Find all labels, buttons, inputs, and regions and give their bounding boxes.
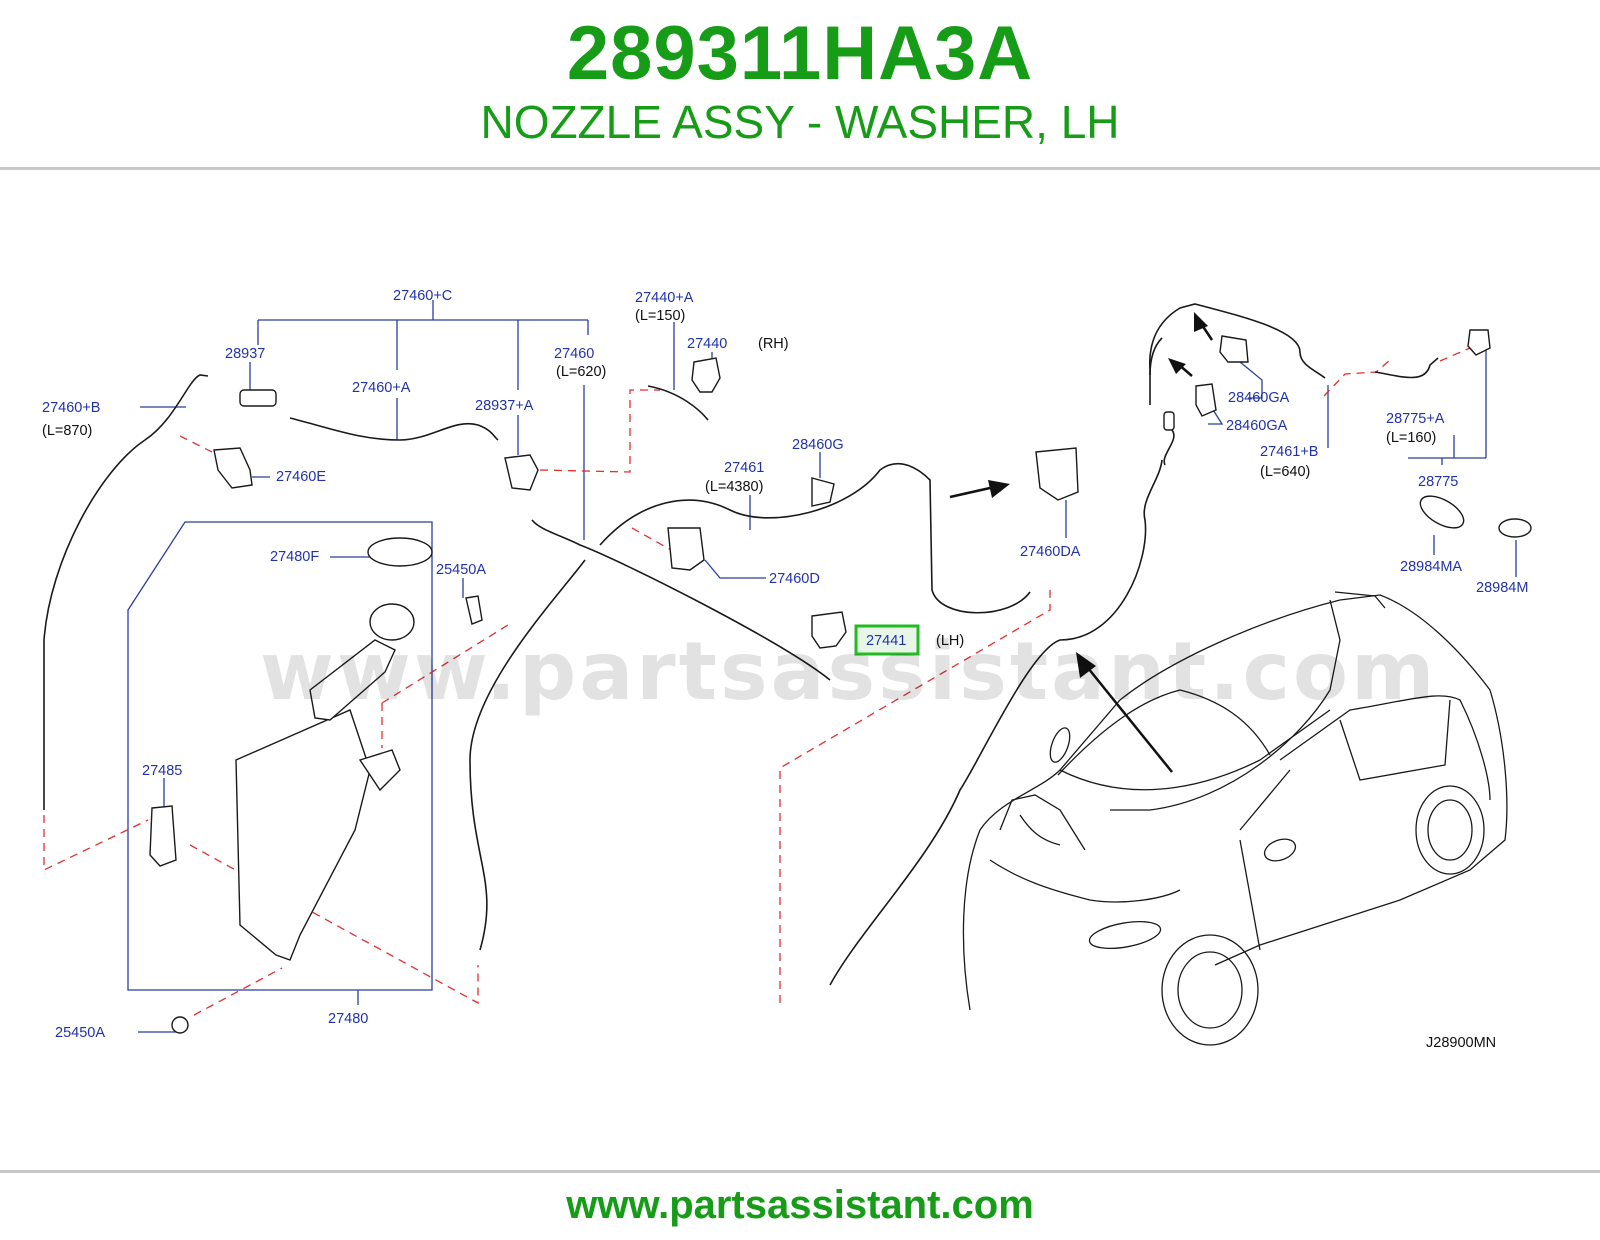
label-lh: (LH) (936, 633, 964, 649)
watermark: www.partsassistant.com (260, 625, 1438, 718)
header: 289311HA3A NOZZLE ASSY - WASHER, LH (0, 0, 1600, 170)
label-27480F[interactable]: 27480F (270, 549, 319, 565)
label-28460GA-1[interactable]: 28460GA (1228, 390, 1290, 406)
label-27461B[interactable]: 27461+B (1260, 444, 1318, 460)
header-divider (0, 167, 1600, 170)
label-rh: (RH) (758, 336, 789, 352)
direction-arrows (949, 312, 1214, 773)
footer-url[interactable]: www.partsassistant.com (566, 1183, 1034, 1227)
part-number-title: 289311HA3A (566, 11, 1034, 96)
label-28984M[interactable]: 28984M (1476, 580, 1528, 596)
label-27460B-length: (L=870) (42, 423, 92, 439)
label-28460G[interactable]: 28460G (792, 437, 844, 453)
washer-hoses (43, 303, 1439, 986)
label-28775[interactable]: 28775 (1418, 474, 1458, 490)
label-27460E[interactable]: 27460E (276, 469, 326, 485)
label-27460D[interactable]: 27460D (769, 571, 820, 587)
label-27461[interactable]: 27461 (724, 460, 764, 476)
label-27460[interactable]: 27460 (554, 346, 594, 362)
label-27485[interactable]: 27485 (142, 763, 182, 779)
label-27440A-length: (L=150) (635, 308, 685, 324)
label-27441[interactable]: 27441 (866, 633, 906, 649)
label-25450A-bottom[interactable]: 25450A (55, 1025, 105, 1041)
label-28937A[interactable]: 28937+A (475, 398, 534, 414)
label-25450A-top[interactable]: 25450A (436, 562, 486, 578)
diagram-code: J28900MN (1426, 1035, 1496, 1051)
parts (149, 329, 1532, 1034)
label-28775A-length: (L=160) (1386, 430, 1436, 446)
parts-diagram: 27460+C 28937 27460+A 28937+A 27460 (L=6… (42, 288, 1532, 1051)
label-27460A[interactable]: 27460+A (352, 380, 411, 396)
label-28937[interactable]: 28937 (225, 346, 265, 362)
footer-divider (0, 1170, 1600, 1173)
label-28775A[interactable]: 28775+A (1386, 411, 1445, 427)
label-27440[interactable]: 27440 (687, 336, 727, 352)
part-name-subtitle: NOZZLE ASSY - WASHER, LH (480, 96, 1120, 148)
label-28984MA[interactable]: 28984MA (1400, 559, 1462, 575)
label-28460GA-2[interactable]: 28460GA (1226, 418, 1288, 434)
label-27460DA[interactable]: 27460DA (1020, 544, 1081, 560)
car-illustration (962, 591, 1508, 1046)
label-27480[interactable]: 27480 (328, 1011, 368, 1027)
label-27460-length: (L=620) (556, 364, 606, 380)
label-27461-length: (L=4380) (705, 479, 763, 495)
highlight-box-27441 (854, 624, 920, 656)
label-27440A[interactable]: 27440+A (635, 290, 694, 306)
label-27460C[interactable]: 27460+C (393, 288, 452, 304)
label-27461B-length: (L=640) (1260, 464, 1310, 480)
part-labels: 27460+C 28937 27460+A 28937+A 27460 (L=6… (42, 288, 1528, 1051)
label-27460B[interactable]: 27460+B (42, 400, 100, 416)
